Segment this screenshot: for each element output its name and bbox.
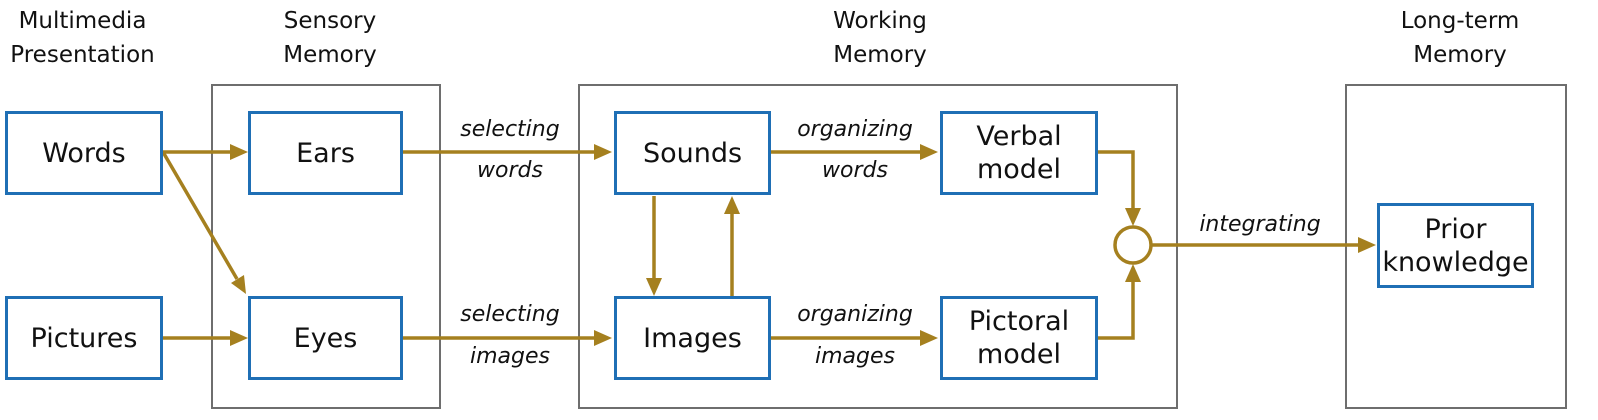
node-label: Words [42,137,126,169]
arrowhead [646,278,662,296]
edge-label-selecting-words-top: selecting [460,117,560,142]
node-label-line-1: Verbal [976,121,1062,152]
node-words: Words [5,111,163,195]
arrowhead [1358,237,1376,253]
column-title-multimedia-presentation: Multimedia Presentation [0,4,165,72]
column-title-working-memory: Working Memory [780,4,980,72]
node-label-line-2: model [976,154,1062,185]
node-pictoral-model: Pictoral model [940,296,1098,380]
edge-label-integrating: integrating [1199,212,1321,237]
node-label: Eyes [293,322,358,354]
arrowhead [594,330,612,346]
arrowhead [594,144,612,160]
arrow-verbal-model-to-junction [1098,150,1135,210]
arrow-pictoral-model-to-junction [1098,280,1135,340]
arrowhead [724,196,740,214]
node-sounds: Sounds [614,111,771,195]
arrow-words-to-eyes [161,151,239,280]
sensory-memory-group [211,84,441,409]
column-title-sensory-memory: Sensory Memory [230,4,430,72]
column-title-line-1: Working [833,8,927,34]
node-label: Ears [296,137,355,169]
node-prior-knowledge: Prior knowledge [1377,203,1534,288]
node-eyes: Eyes [248,296,403,380]
arrowhead [231,275,246,294]
node-verbal-model: Verbal model [940,111,1098,195]
node-ears: Ears [248,111,403,195]
column-title-line-1: Sensory [283,8,377,34]
column-title-long-term-memory: Long-term Memory [1360,4,1560,72]
edge-label-selecting-images-bottom: images [470,344,550,369]
node-label-line-1: Pictoral [968,306,1070,337]
column-title-line-2: Memory [833,42,927,68]
edge-label-organizing-words-bottom: words [822,158,888,183]
column-title-line-2: Memory [283,42,377,68]
arrowhead [230,330,248,346]
node-label: Pictures [30,322,138,354]
arrowhead [1125,264,1141,282]
node-pictures: Pictures [5,296,163,380]
column-title-line-2: Presentation [10,42,155,68]
edge-label-organizing-images-bottom: images [815,344,895,369]
node-images: Images [614,296,771,380]
node-label-line-2: knowledge [1382,246,1529,278]
edge-label-organizing-images-top: organizing [797,302,913,327]
node-label: Images [643,322,742,354]
edge-label-selecting-words-bottom: words [477,158,543,183]
arrowhead [920,144,938,160]
arrowhead [230,144,248,160]
column-title-line-1: Long-term [1400,8,1520,34]
integration-junction [1113,225,1153,265]
arrowhead [920,330,938,346]
column-title-line-2: Memory [1413,42,1507,68]
edge-label-selecting-images-top: selecting [460,302,560,327]
node-label-line-1: Prior [1424,213,1487,245]
column-title-line-1: Multimedia [18,8,147,34]
node-label-line-2: model [976,339,1062,370]
node-label: Sounds [642,137,743,169]
edge-label-organizing-words-top: organizing [797,117,913,142]
arrowhead [1125,208,1141,226]
